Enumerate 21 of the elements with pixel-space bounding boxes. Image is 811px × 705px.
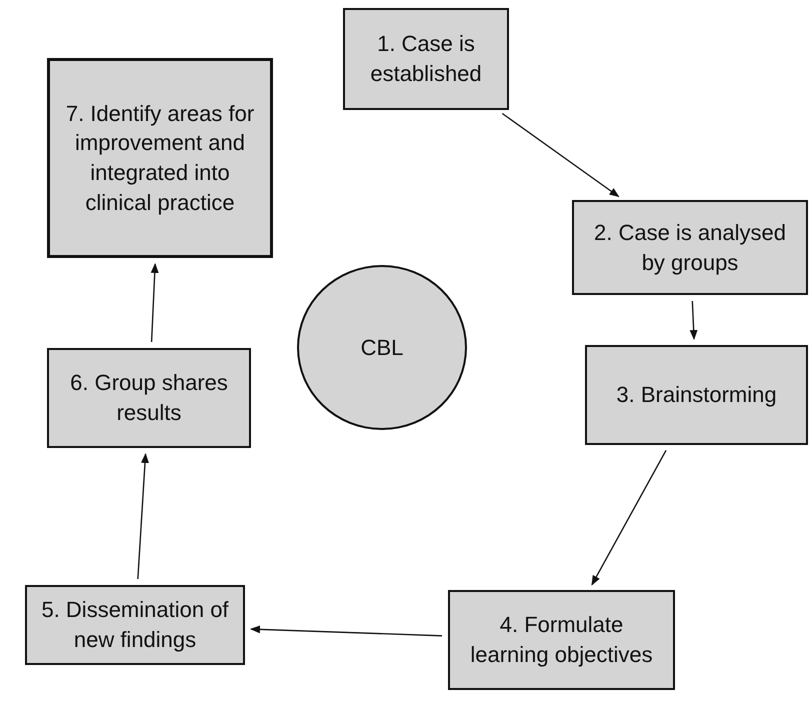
arrow <box>150 263 159 342</box>
process-box <box>47 58 273 258</box>
process-box <box>585 345 808 445</box>
node-label: 5. Dissemination of new findings <box>40 596 230 654</box>
arrow <box>137 453 149 580</box>
node-label: 6. Group shares results <box>69 369 229 427</box>
arrow <box>591 450 667 586</box>
node-label: 7. Identify areas for improvement and integrated into clinical practice <box>64 100 256 217</box>
arrow <box>250 625 442 636</box>
process-box <box>25 585 245 665</box>
arrow <box>690 300 698 340</box>
node-label: 4. Formulate learning objectives <box>469 611 654 669</box>
node-label: 2. Case is analysed by groups <box>593 218 787 277</box>
process-box <box>448 590 675 690</box>
node-label: 3. Brainstorming <box>616 381 777 410</box>
process-box <box>572 200 808 295</box>
node-label: 1. Case is established <box>369 30 483 88</box>
process-box <box>47 348 251 448</box>
node-label: CBL <box>360 334 404 362</box>
arrow <box>502 112 620 198</box>
process-box <box>343 8 509 110</box>
